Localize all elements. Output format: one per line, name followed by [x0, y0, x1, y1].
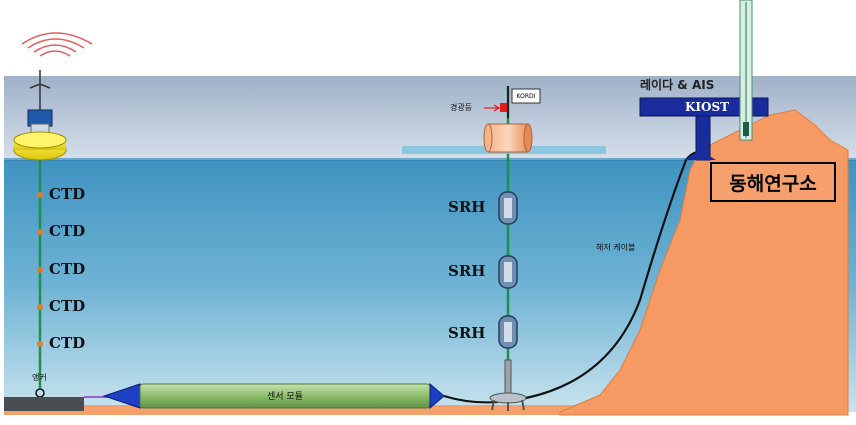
kiost-label: KIOST [684, 100, 730, 114]
kordi-label: KORDI [516, 92, 536, 100]
buoy [13, 70, 67, 161]
sea-floor [4, 405, 604, 415]
ctd-label-4: CTD [49, 297, 86, 315]
institute-label: 동해연구소 [710, 162, 836, 202]
anchor-block [4, 397, 84, 411]
ctd-label-1: CTD [49, 185, 86, 203]
radio-wave-icon [21, 32, 93, 57]
sensor-module-label: 센서 모듈 [267, 391, 303, 402]
srh-instruments [498, 191, 518, 349]
seabed-frame [489, 359, 527, 411]
ctd-label-5: CTD [49, 334, 86, 352]
sensor-module [102, 382, 445, 410]
sea-surface [4, 158, 856, 161]
beacon-light-icon [500, 103, 507, 112]
wind-vane-icon [29, 83, 51, 89]
subsea-cable [525, 150, 701, 400]
cable-label: 해저 케이블 [596, 243, 636, 252]
radar-mast [739, 0, 753, 141]
srh-label-1: SRH [448, 198, 486, 216]
surface-float [483, 123, 533, 153]
srh-label-2: SRH [448, 262, 486, 280]
kordi-tag [511, 88, 541, 104]
ctd-label-3: CTD [49, 260, 86, 278]
ctd-label-2: CTD [49, 222, 86, 240]
srh-label-3: SRH [448, 324, 486, 342]
kiost-platform [639, 97, 769, 161]
ctd-sensor-markers [37, 192, 43, 347]
beacon-label: 경광등 [450, 103, 473, 112]
radar-ais-label: 레이다 & AIS [640, 78, 715, 92]
anchor-label: 앵커 [32, 373, 47, 382]
